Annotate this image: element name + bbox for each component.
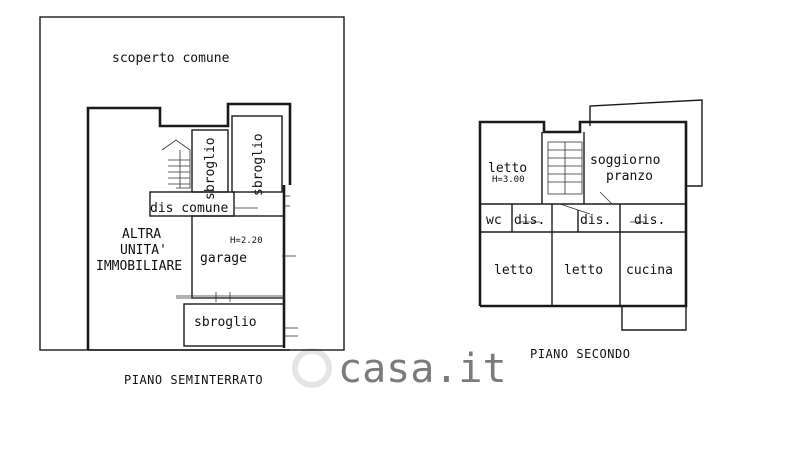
- label-dis-2: dis.: [580, 213, 611, 228]
- watermark: casa.it: [292, 346, 507, 392]
- label-height-garage: H=2.20: [230, 236, 263, 246]
- label-cucina: cucina: [626, 263, 673, 278]
- balcony-bottom: [621, 306, 687, 331]
- label-altra: ALTRA: [122, 227, 161, 242]
- staircase-secondo: [547, 141, 583, 195]
- label-soggiorno: soggiorno: [590, 153, 660, 168]
- building-outline: [86, 102, 292, 350]
- label-garage: garage: [200, 251, 247, 266]
- title-piano-seminterrato: PIANO SEMINTERRATO: [124, 373, 263, 387]
- plan-secondo: letto H=3.00 soggiorno pranzo wc dis. di…: [478, 99, 703, 361]
- label-letto-top: letto: [488, 161, 527, 176]
- label-wc: wc: [486, 213, 502, 228]
- title-piano-secondo: PIANO SECONDO: [530, 347, 630, 361]
- label-immobiliare: IMMOBILIARE: [96, 259, 182, 274]
- label-scoperto-comune: scoperto comune: [112, 51, 230, 66]
- label-height-letto: H=3.00: [492, 175, 525, 185]
- label-dis-3: dis.: [634, 213, 665, 228]
- balcony: [589, 99, 703, 187]
- plan-seminterrato: scoperto comune sbroglio sbroglio dis co…: [39, 16, 345, 387]
- room-sbroglio-bottom: [183, 303, 285, 347]
- label-sbroglio-right: sbroglio: [251, 133, 266, 196]
- label-sbroglio-bottom: sbroglio: [194, 315, 257, 330]
- label-pranzo: pranzo: [606, 169, 653, 184]
- label-letto-bm: letto: [564, 263, 603, 278]
- room-sbroglio-right: [231, 115, 283, 193]
- label-letto-bl: letto: [494, 263, 533, 278]
- label-sbroglio-left: sbroglio: [203, 137, 218, 200]
- staircase-seminterrato: [161, 139, 191, 189]
- label-dis-1: dis.: [514, 213, 545, 228]
- outer-walls-secondo: [478, 120, 688, 308]
- watermark-text: casa.it: [338, 346, 507, 392]
- label-unita: UNITA': [120, 243, 167, 258]
- label-dis-comune: dis comune: [150, 201, 228, 216]
